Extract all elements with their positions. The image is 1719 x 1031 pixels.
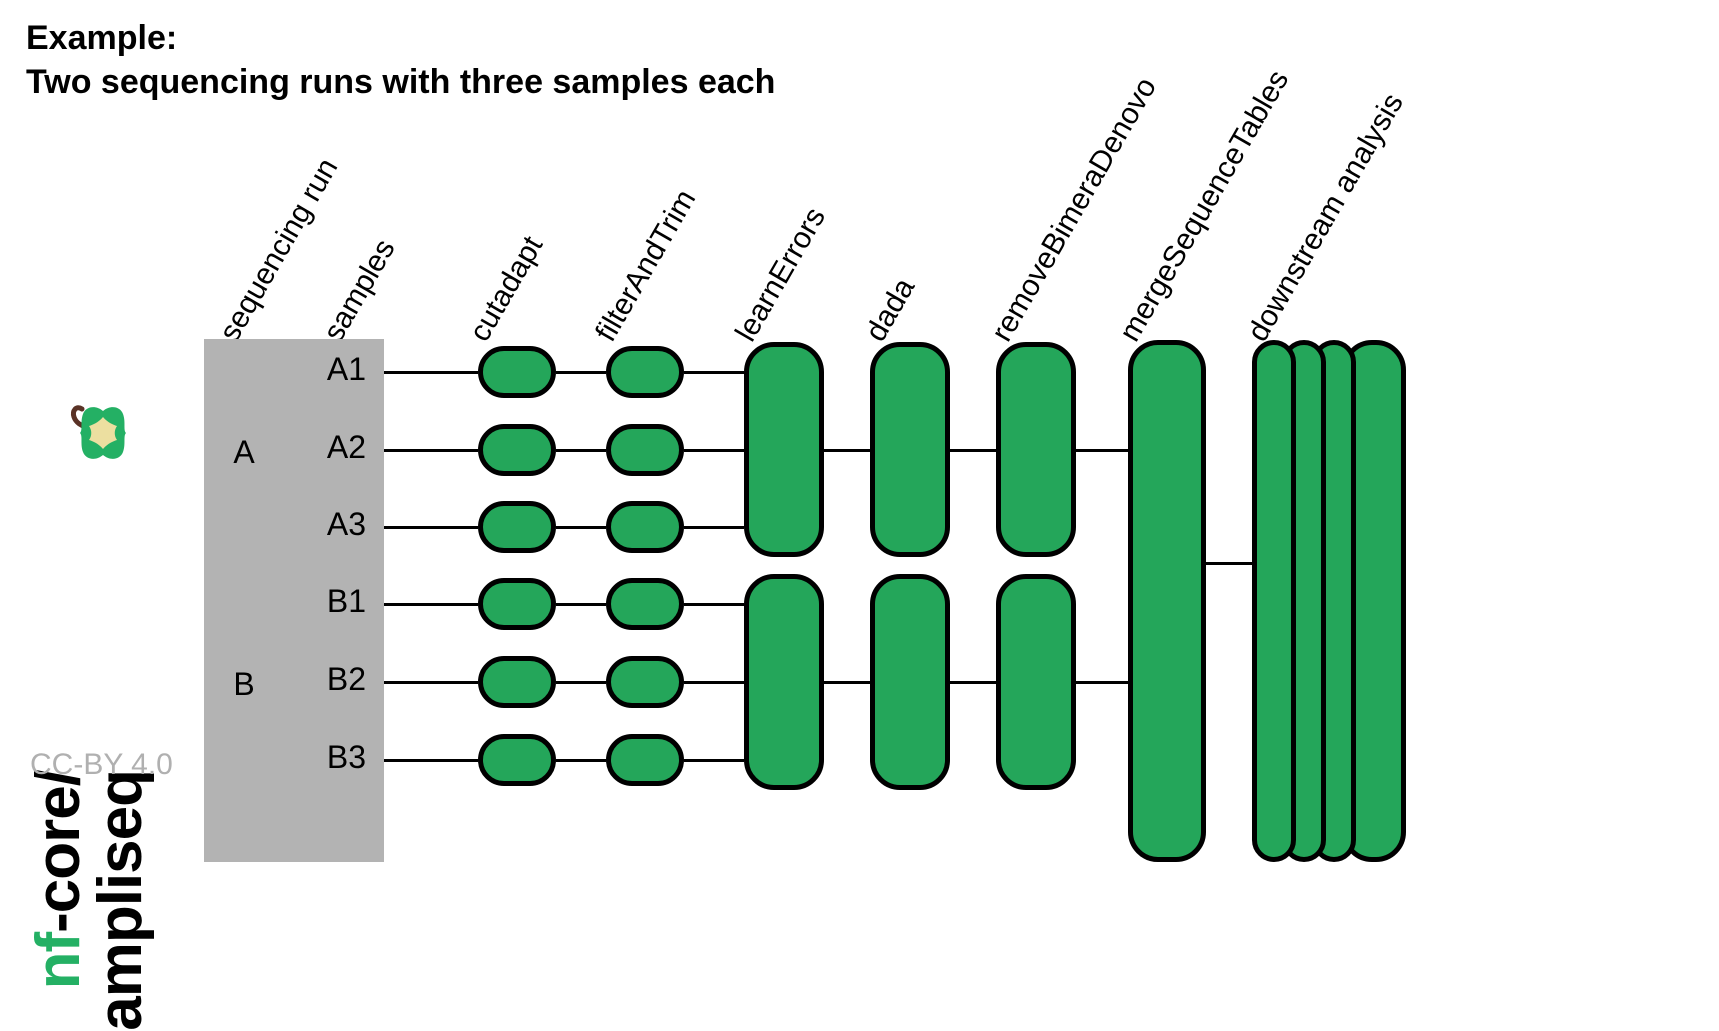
- process-filterandtrim-B3[interactable]: [606, 734, 684, 786]
- wire-sample-to-cutadapt-B2: [384, 681, 478, 684]
- wire-removebimeradenovo-to-next-run-a: [1076, 449, 1128, 452]
- wire-cutadapt-to-next-A2: [556, 449, 606, 452]
- nf-core-logo: nf-core/ ampliseq: [24, 365, 155, 1031]
- process-filterandtrim-A3[interactable]: [606, 501, 684, 553]
- sample-label-A2: A2: [326, 429, 366, 465]
- sample-label-B1: B1: [326, 583, 366, 619]
- page-title: Example: Two sequencing runs with three …: [26, 16, 775, 104]
- column-header-samples: samples: [317, 233, 402, 347]
- licence-label: CC-BY 4.0: [30, 748, 173, 781]
- wire-cutadapt-to-next-B3: [556, 759, 606, 762]
- column-header-learnerrors: learnErrors: [729, 202, 833, 347]
- wire-sample-to-cutadapt-A2: [384, 449, 478, 452]
- process-filterandtrim-A2[interactable]: [606, 424, 684, 476]
- sample-label-B3: B3: [326, 739, 366, 775]
- process-removebimeradenovo-run-b[interactable]: [996, 574, 1076, 790]
- wire-dada-to-next-run-b: [950, 681, 996, 684]
- wire-filterandtrim-to-next-A3: [684, 526, 744, 529]
- column-header-filterandtrim: filterAndTrim: [589, 184, 703, 347]
- process-cutadapt-B1[interactable]: [478, 578, 556, 630]
- wire-sample-to-cutadapt-B3: [384, 759, 478, 762]
- process-mergesequencetables[interactable]: [1128, 340, 1206, 862]
- wire-filterandtrim-to-next-A1: [684, 371, 744, 374]
- wire-sample-to-cutadapt-A3: [384, 526, 478, 529]
- process-learnerrors-run-a[interactable]: [744, 342, 824, 557]
- wire-learnerrors-to-next-run-a: [824, 449, 870, 452]
- run-label-run-a: A: [233, 434, 255, 470]
- column-header-cutadapt: cutadapt: [463, 230, 550, 347]
- process-cutadapt-A1[interactable]: [478, 346, 556, 398]
- process-filterandtrim-B2[interactable]: [606, 656, 684, 708]
- wire-filterandtrim-to-next-B1: [684, 603, 744, 606]
- process-cutadapt-A2[interactable]: [478, 424, 556, 476]
- logo-name-group: nf-core/: [24, 770, 93, 989]
- logo-separator: -core/: [24, 770, 93, 933]
- wire-cutadapt-to-next-A3: [556, 526, 606, 529]
- process-dada-run-b[interactable]: [870, 574, 950, 790]
- wire-learnerrors-to-next-run-b: [824, 681, 870, 684]
- title-line-1: Example:: [26, 19, 178, 57]
- run-group-box-run-b: [204, 570, 384, 862]
- wire-merge-to-downstream: [1206, 562, 1254, 565]
- logo-pipeline: ampliseq: [86, 770, 155, 1031]
- sample-label-A3: A3: [326, 506, 366, 542]
- process-filterandtrim-B1[interactable]: [606, 578, 684, 630]
- process-filterandtrim-A1[interactable]: [606, 346, 684, 398]
- process-cutadapt-A3[interactable]: [478, 501, 556, 553]
- process-learnerrors-run-b[interactable]: [744, 574, 824, 790]
- wire-dada-to-next-run-a: [950, 449, 996, 452]
- wire-cutadapt-to-next-B1: [556, 603, 606, 606]
- process-cutadapt-B3[interactable]: [478, 734, 556, 786]
- logo-org: nf: [24, 932, 93, 990]
- wire-filterandtrim-to-next-B3: [684, 759, 744, 762]
- sample-label-B2: B2: [326, 661, 366, 697]
- sample-label-A1: A1: [326, 351, 366, 387]
- run-group-box-run-a: [204, 339, 384, 605]
- wire-filterandtrim-to-next-A2: [684, 449, 744, 452]
- wire-cutadapt-to-next-B2: [556, 681, 606, 684]
- process-removebimeradenovo-run-a[interactable]: [996, 342, 1076, 557]
- process-dada-run-a[interactable]: [870, 342, 950, 557]
- column-header-dada: dada: [859, 272, 922, 347]
- wire-sample-to-cutadapt-B1: [384, 603, 478, 606]
- wire-sample-to-cutadapt-A1: [384, 371, 478, 374]
- title-line-2: Two sequencing runs with three samples e…: [26, 63, 776, 101]
- process-downstream-analysis-1[interactable]: [1252, 340, 1296, 862]
- wire-removebimeradenovo-to-next-run-b: [1076, 681, 1128, 684]
- run-label-run-b: B: [233, 666, 255, 702]
- process-cutadapt-B2[interactable]: [478, 656, 556, 708]
- diagram-canvas: Example: Two sequencing runs with three …: [24, 16, 1410, 1031]
- wire-cutadapt-to-next-A1: [556, 371, 606, 374]
- nf-core-apple-icon: [71, 405, 126, 459]
- wire-filterandtrim-to-next-B2: [684, 681, 744, 684]
